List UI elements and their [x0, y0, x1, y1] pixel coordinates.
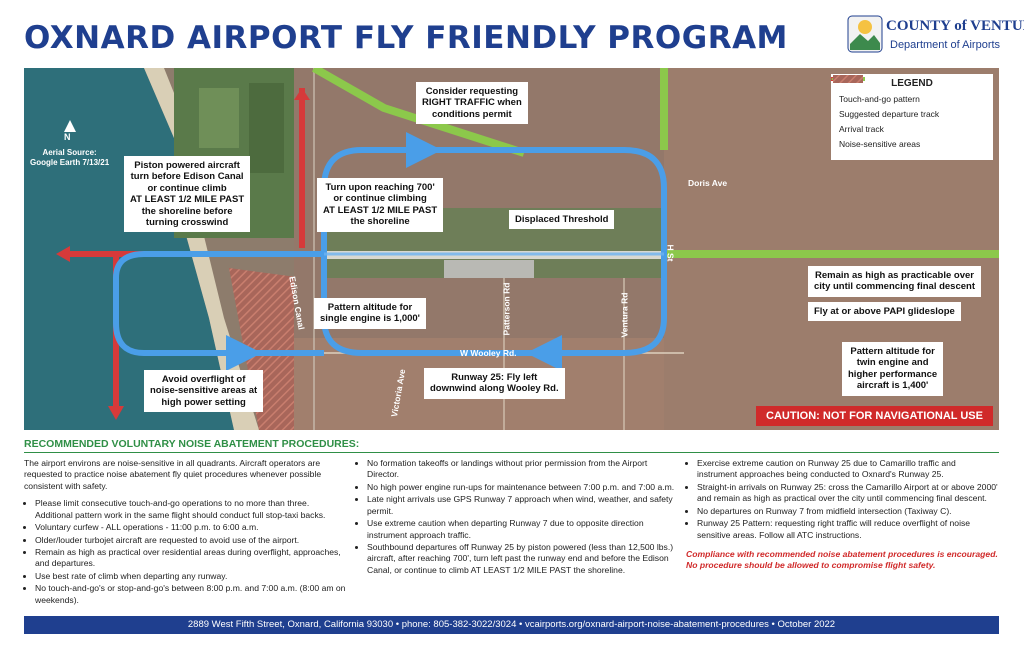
legend-label: Touch-and-go pattern — [839, 94, 920, 104]
procedures-intro: The airport environs are noise-sensitive… — [24, 458, 322, 491]
list-item: No touch-and-go's or stop-and-go's betwe… — [35, 583, 346, 606]
logo-brand: COUNTY of VENTURA — [886, 18, 1024, 34]
list-item: Older/louder turbojet aircraft are reque… — [35, 535, 346, 546]
legend-item-noise: Noise-sensitive areas — [833, 75, 985, 149]
procedures-column-2: No formation takeoffs or landings withou… — [356, 458, 678, 577]
touch-and-go-pattern-outer — [321, 147, 667, 356]
list-item: Remain as high as practical over residen… — [35, 547, 346, 570]
list-item: Late night arrivals use GPS Runway 7 app… — [367, 494, 678, 517]
list-item: Southbound departures off Runway 25 by p… — [367, 542, 678, 576]
noise-swatch-icon — [833, 75, 863, 83]
callout-right-traffic: Consider requesting RIGHT TRAFFIC when c… — [416, 82, 528, 125]
callout-turn-700: Turn upon reaching 700' or continue clim… — [317, 178, 444, 232]
legend-item-touch-and-go: Touch-and-go pattern — [831, 75, 985, 104]
list-item: Voluntary curfew - ALL operations - 11:0… — [35, 522, 346, 533]
road-h-st: H St — [665, 244, 676, 262]
legend-label: Suggested departure track — [839, 109, 940, 119]
legend: LEGEND Touch-and-go pattern Suggested de… — [831, 74, 993, 160]
callout-avoid-overflight: Avoid overflight of noise-sensitive area… — [144, 370, 264, 413]
callout-single-engine: Pattern altitude for single engine is 1,… — [314, 298, 426, 329]
logo-department: Department of Airports — [890, 39, 1001, 51]
legend-label: Arrival track — [839, 124, 884, 134]
callout-runway-25: Runway 25: Fly left downwind along Woole… — [424, 368, 565, 399]
legend-item-arrival: Arrival track — [831, 75, 985, 134]
callout-remain-high: Remain as high as practicable over city … — [808, 266, 982, 297]
road-patterson-rd: Patterson Rd — [501, 282, 512, 336]
list-item: No departures on Runway 7 from midfield … — [697, 506, 998, 517]
compliance-note: Compliance with recommended noise abatem… — [686, 548, 998, 571]
ocean — [24, 68, 234, 430]
aerial-source: Aerial Source: Google Earth 7/13/21 — [30, 148, 110, 167]
legend-item-departure: Suggested departure track — [831, 75, 985, 119]
callout-displaced-threshold: Displaced Threshold — [509, 210, 615, 230]
noise-sensitive-area — [229, 268, 314, 430]
county-logo: COUNTY of VENTURA Department of Airports — [846, 14, 1024, 60]
list-item: Use best rate of climb when departing an… — [35, 571, 346, 582]
road-wooley-rd: W Wooley Rd. — [460, 348, 517, 358]
legend-title: LEGEND — [891, 78, 933, 89]
list-item: Use extreme caution when departing Runwa… — [367, 518, 678, 541]
list-item: Runway 25 Pattern: requesting right traf… — [697, 518, 998, 541]
procedures-column-1: The airport environs are noise-sensitive… — [24, 458, 346, 607]
list-item: Straight-in arrivals on Runway 25: cross… — [697, 482, 998, 505]
callout-piston-aircraft: Piston powered aircraft turn before Edis… — [124, 156, 251, 233]
caution-banner: CAUTION: NOT FOR NAVIGATIONAL USE — [756, 406, 993, 426]
callout-twin-engine: Pattern altitude for twin engine and hig… — [842, 342, 944, 396]
list-item: Exercise extreme caution on Runway 25 du… — [697, 458, 998, 481]
aerial-map: N Aerial Source: Google Earth 7/13/21 Co… — [24, 68, 999, 430]
list-item: Please limit consecutive touch-and-go op… — [35, 498, 346, 521]
callout-papi: Fly at or above PAPI glideslope — [808, 302, 961, 322]
list-item: No high power engine run-ups for mainten… — [367, 482, 678, 493]
divider — [24, 452, 999, 453]
road-doris-ave: Doris Ave — [688, 178, 728, 188]
arrival-track-north — [312, 68, 526, 157]
county-seal-icon — [847, 15, 883, 53]
touch-and-go-pattern-west — [113, 251, 324, 356]
north-label: N — [64, 132, 71, 142]
procedures-heading: RECOMMENDED VOLUNTARY NOISE ABATEMENT PR… — [24, 438, 360, 450]
legend-label: Noise-sensitive areas — [839, 139, 921, 149]
footer-bar: 2889 West Fifth Street, Oxnard, Californ… — [24, 616, 999, 634]
page-title: OXNARD AIRPORT FLY FRIENDLY PROGRAM — [24, 20, 788, 56]
road-ventura-rd: Ventura Rd — [619, 292, 630, 338]
north-arrow-icon — [64, 120, 76, 132]
procedures-column-3: Exercise extreme caution on Runway 25 du… — [686, 458, 998, 572]
list-item: No formation takeoffs or landings withou… — [367, 458, 678, 481]
